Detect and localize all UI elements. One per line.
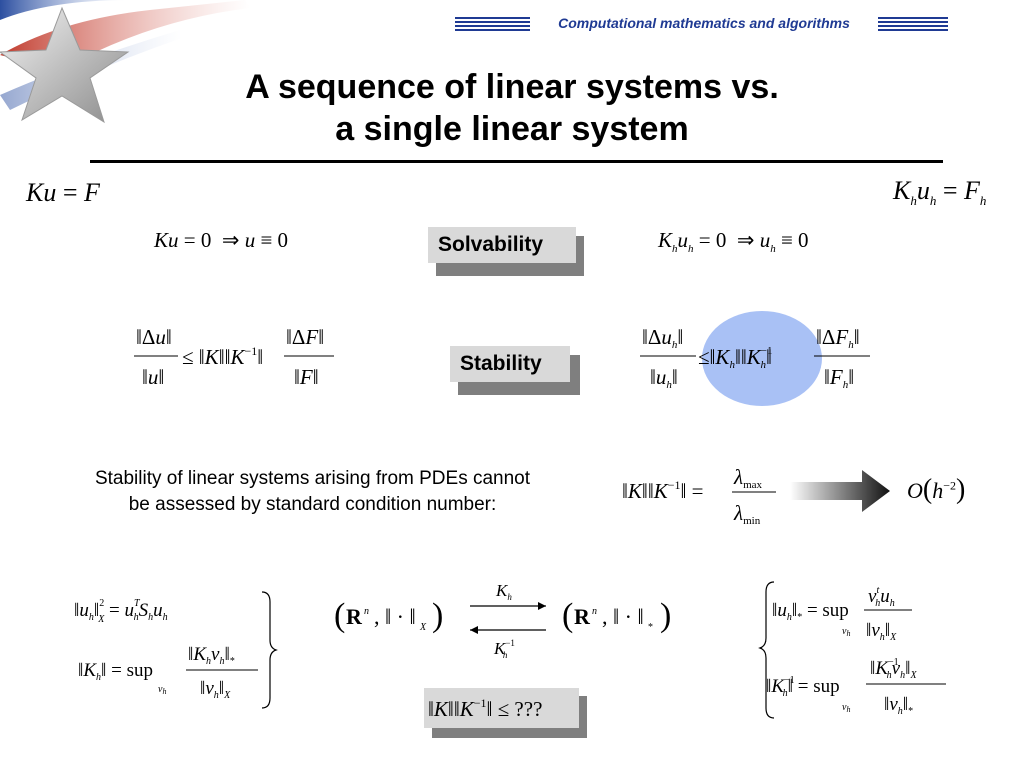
svg-text:n: n [592,606,597,617]
header-rule-right [870,17,948,33]
stability-note: Stability of linear systems arising from… [40,466,585,518]
star-logo-graphic [0,0,250,124]
svg-text:Kh: Kh [495,581,512,602]
svg-text:‖uh‖* = sup: ‖uh‖* = sup [772,600,849,623]
question-box [424,688,579,728]
eq-bottom-question: ‖K‖‖K−1‖ ≤ ??? [428,696,542,721]
svg-text:(: ( [562,597,573,634]
svg-text:*: * [648,622,653,633]
header-rule-left [455,17,535,33]
svg-text:‖uh‖: ‖uh‖ [650,365,678,391]
svg-text:R: R [346,604,363,629]
stability-note-line-1: Stability of linear systems arising from… [94,468,531,489]
svg-text:n: n [364,606,369,617]
svg-text:‖Δuh‖: ‖Δuh‖ [642,325,683,351]
svg-text:vh: vh [842,702,850,714]
highlight-ellipse [702,311,822,406]
eq-stab-left: ‖Δu‖ ‖u‖ ≤ ‖K‖‖K−1‖ ‖ΔF‖ ‖F‖ [134,325,334,389]
svg-text:‖ΔFh‖: ‖ΔFh‖ [816,325,860,351]
svg-text:‖vh‖X: ‖vh‖X [866,620,897,643]
svg-text:λmax: λmax [733,465,763,491]
stability-note-line-2: be assessed by standard condition number… [128,494,497,515]
svg-text:vh: vh [842,626,850,638]
eq-left-system: Ku = F [26,178,100,207]
eq-solv-right: Khuh = 0 ⇒ uh ≡ 0 [658,228,809,256]
svg-text:, ‖ · ‖: , ‖ · ‖ [374,604,416,629]
svg-text:‖Fh‖: ‖Fh‖ [824,365,854,391]
svg-text:vh: vh [158,684,166,696]
eq-cond-number: ‖K‖‖K−1‖ = λmax λmin [622,465,776,527]
svg-text:(: ( [334,597,345,634]
title-divider [90,160,943,163]
svg-text:‖K−1h‖ = sup: ‖K−1h‖ = sup [766,675,840,699]
eq-right-system: Khuh = Fh [893,176,987,209]
svg-text:R: R [574,604,591,629]
svg-text:≤‖Kh‖‖K−1h‖: ≤‖Kh‖‖K−1h‖ [698,345,772,371]
svg-text:≤ ‖K‖‖K−1‖: ≤ ‖K‖‖K−1‖ [182,344,263,369]
svg-text:‖ΔF‖: ‖ΔF‖ [286,325,324,349]
svg-text:λmin: λmin [733,501,761,527]
svg-text:‖K‖‖K−1‖ =: ‖K‖‖K−1‖ = [622,478,704,503]
eq-solv-left: Ku = 0 ⇒ u ≡ 0 [154,228,289,252]
svg-text:X: X [419,622,427,633]
svg-text:‖F‖: ‖F‖ [294,365,319,389]
svg-text:K−1h: K−1h [493,638,515,660]
svg-text:): ) [432,597,443,634]
svg-text:‖Kh‖ = sup: ‖Kh‖ = sup [78,660,153,683]
svg-text:‖Khvh‖*: ‖Khvh‖* [188,644,235,667]
svg-text:‖u‖: ‖u‖ [142,365,164,389]
svg-text:‖K‖‖K−1‖ ≤ ???: ‖K‖‖K−1‖ ≤ ??? [428,696,542,721]
solvability-label: Solvability [428,227,576,263]
svg-text:‖Δu‖: ‖Δu‖ [136,325,172,349]
title-line-2: a single linear system [335,110,689,148]
svg-text:): ) [660,597,671,634]
gradient-arrow-icon [790,470,890,512]
svg-text:, ‖ · ‖: , ‖ · ‖ [602,604,644,629]
slide-title: A sequence of linear systems vs. a singl… [100,66,924,150]
svg-text:‖vh‖*: ‖vh‖* [884,694,913,717]
header-banner: Computational mathematics and algorithms [530,15,878,31]
eq-order: O(h−2) [907,474,966,505]
stability-label: Stability [450,346,570,382]
title-line-1: A sequence of linear systems vs. [245,68,779,106]
svg-text:‖vh‖X: ‖vh‖X [200,678,231,701]
